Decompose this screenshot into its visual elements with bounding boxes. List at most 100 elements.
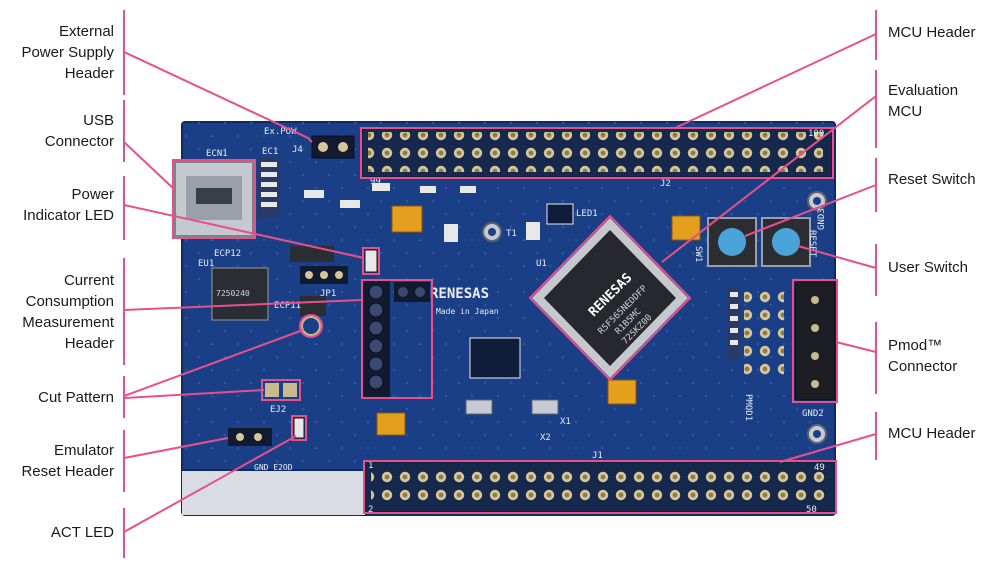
callout-box-current [361,279,433,399]
jp1-ref: JP1 [320,289,336,299]
label-external-power-supply-header: External Power Supply Header [21,21,114,84]
label-line: Power [71,186,114,203]
callout-line-usb [123,141,176,191]
label-emulator-reset-header: Emulator Reset Header [21,440,114,482]
callout-box-mcu-top [360,127,834,179]
label-line: Power Supply [21,44,114,61]
label-line: MCU [888,103,923,120]
gnd3-ref: GND3 [817,208,827,230]
callout-line-external-power [123,51,313,143]
ej2-ref: EJ2 [270,405,286,415]
label-line: Reset Switch [888,171,976,188]
pin-99-ref: 99 [370,177,381,187]
usb-connector [174,161,254,237]
jp1-header [300,266,348,284]
usb-ref: ECN1 [206,149,228,159]
callout-box-power-led [362,247,380,275]
j2-ref: J2 [660,179,671,189]
label-line: Header [64,335,114,352]
pmod1-ref: PMOD1 [743,394,753,421]
eu1-ref: EU1 [198,259,214,269]
label-user-switch: User Switch [888,257,968,278]
ecp12-ref: ECP12 [214,249,241,259]
label-line: MCU Header [888,425,976,442]
label-act-led: ACT LED [51,522,114,543]
label-line: Reset Header [21,463,114,480]
act-led [293,417,305,439]
callout-circle-cut [299,314,323,338]
label-mcu-header-top: MCU Header [888,22,976,43]
pin-49-ref: 49 [814,463,825,473]
reset-switch [707,217,757,267]
user-switch [761,217,811,267]
callout-line-pmod [835,341,877,353]
label-line: Cut Pattern [38,389,114,406]
power-indicator-led [364,249,378,273]
callout-box-act [291,415,307,441]
callout-line-mcu-bottom [779,433,877,463]
external-power-header [311,135,355,159]
callout-line-power-led [123,204,365,259]
callout-line-current [123,299,363,311]
callout-box-cut [261,379,301,401]
crystals [465,337,559,415]
x1-ref: X1 [560,417,571,427]
ec1-ref: EC1 [262,147,278,157]
label-line: Connector [888,358,958,375]
label-line: Consumption [25,293,114,310]
label-mcu-header-bottom: MCU Header [888,423,976,444]
callout-line-mcu-top [674,33,877,129]
pin-100-ref: 100 [808,129,824,139]
label-line: Header [64,65,114,82]
j4-ref: J4 [292,145,303,155]
label-power-indicator-led: Power Indicator LED [23,184,114,226]
label-line: Pmod™ [888,337,943,354]
made-in-label: Made in Japan [436,307,499,316]
u1-ref: U1 [536,259,547,269]
cut-pattern-pads [265,316,321,397]
label-line: External [58,23,114,40]
callout-line-user [797,245,877,269]
label-pmod-connector: Pmod™ Connector [888,335,957,377]
t1-ref: T1 [506,229,517,239]
callout-lines [123,10,877,558]
callout-box-usb [172,159,256,239]
gnd2-ref: GND2 [802,409,824,419]
pin-2-ref: 2 [368,505,373,515]
pmod-connector [744,281,836,401]
label-line: Indicator LED [23,207,114,224]
callout-line-emulator [123,437,229,459]
label-line: User Switch [888,259,969,276]
callout-line-reset [744,184,877,237]
callout-box-eval-mcu [528,214,692,382]
callout-box-pmod [792,279,838,403]
label-line: Measurement [22,314,114,331]
evaluation-mcu [532,218,688,378]
left-ic-chips [211,246,334,321]
label-evaluation-mcu: Evaluation MCU [888,80,958,122]
brand-silkscreen: RENESAS [430,286,489,302]
label-line: MCU Header [888,24,976,41]
led1-ref: LED1 [576,209,598,219]
pin-1-ref: 1 [368,461,373,471]
label-usb-connector: USB Connector [45,110,114,152]
label-line: USB [83,112,114,129]
ic-small-marking: 7250240 [216,289,250,298]
gnd-e2od-ref: GND E2OD [254,463,293,472]
callout-line-act [123,435,297,533]
emulator-reset-header [228,428,272,446]
label-line: Evaluation [888,82,959,99]
label-line: Connector [44,133,114,150]
callout-line-eval-mcu [661,95,877,263]
label-line: ACT LED [50,524,114,541]
label-cut-pattern: Cut Pattern [38,387,114,408]
callout-line-cut-2 [123,389,265,399]
j1-ref: J1 [592,451,603,461]
label-line: Emulator [53,442,114,459]
label-line: Current [63,272,114,289]
expow-ref: Ex.POW [264,127,297,137]
callout-line-cut-1 [123,329,304,397]
pmod-resistors [728,288,740,360]
